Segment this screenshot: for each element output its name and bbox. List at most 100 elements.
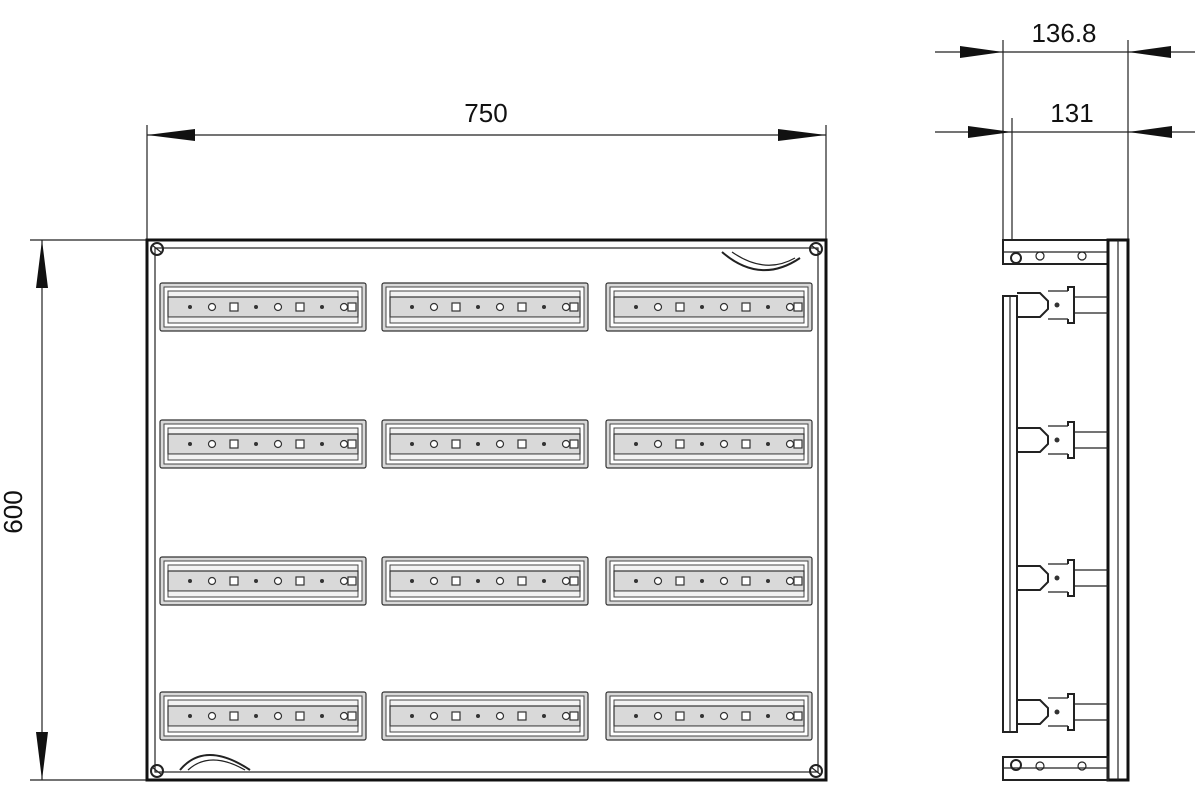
- rail-slot: [741, 302, 751, 312]
- rail-pin: [188, 579, 192, 583]
- rail-hole: [207, 711, 217, 721]
- rail-slot: [229, 576, 239, 586]
- rail-slot: [517, 711, 527, 721]
- rail-pin: [766, 714, 770, 718]
- rail-pin: [700, 442, 704, 446]
- rail-hole: [785, 576, 795, 586]
- rail-pin: [320, 714, 324, 718]
- din-rail: [159, 419, 367, 469]
- din-rail: [381, 691, 589, 741]
- rail-hole: [495, 711, 505, 721]
- rail-hole: [273, 439, 283, 449]
- din-rail: [605, 556, 813, 606]
- rail-hole: [719, 711, 729, 721]
- din-rail: [381, 419, 589, 469]
- rail-hole: [339, 302, 349, 312]
- rail-hole: [429, 711, 439, 721]
- rail-slot: [517, 439, 527, 449]
- din-rail: [381, 556, 589, 606]
- rail-slot: [741, 711, 751, 721]
- rail-pin: [254, 305, 258, 309]
- din-rail: [381, 282, 589, 332]
- rail-hole: [495, 576, 505, 586]
- front-view: [145, 238, 828, 782]
- rail-pin: [542, 579, 546, 583]
- rail-hole: [429, 576, 439, 586]
- rail-hole: [339, 439, 349, 449]
- side-rail-profile: [1017, 693, 1108, 731]
- rail-hole: [339, 711, 349, 721]
- rail-slot: [295, 576, 305, 586]
- rail-pin: [320, 442, 324, 446]
- din-rail: [605, 282, 813, 332]
- side-rail-profile: [1017, 421, 1108, 459]
- rail-hole: [653, 439, 663, 449]
- rail-pin: [634, 714, 638, 718]
- rail-hole: [495, 439, 505, 449]
- screw-icon: [150, 764, 164, 778]
- rail-hole: [273, 302, 283, 312]
- rail-pin: [766, 305, 770, 309]
- rail-hole: [561, 576, 571, 586]
- rail-hole: [429, 302, 439, 312]
- rail-hole: [785, 302, 795, 312]
- din-rail: [605, 691, 813, 741]
- din-rail: [605, 419, 813, 469]
- screw-icon: [809, 242, 823, 256]
- rail-slot: [229, 439, 239, 449]
- rail-pin: [476, 714, 480, 718]
- width-dimension: 750: [146, 98, 827, 240]
- rail-hole: [429, 439, 439, 449]
- rail-pin: [476, 305, 480, 309]
- cable-entry-top: [721, 251, 801, 271]
- rail-hole: [207, 302, 217, 312]
- rail-hole: [561, 439, 571, 449]
- rail-pin: [410, 442, 414, 446]
- rail-hole: [561, 711, 571, 721]
- rail-slot: [295, 711, 305, 721]
- rail-pin: [254, 714, 258, 718]
- din-rail: [159, 282, 367, 332]
- rail-slot: [451, 302, 461, 312]
- rail-pin: [188, 714, 192, 718]
- rail-hole: [653, 302, 663, 312]
- rail-pin: [476, 442, 480, 446]
- rail-pin: [634, 579, 638, 583]
- rail-slot: [451, 711, 461, 721]
- rail-slot: [229, 302, 239, 312]
- rail-pin: [410, 714, 414, 718]
- rail-slot: [675, 711, 685, 721]
- rail-pin: [634, 442, 638, 446]
- rail-slot: [675, 302, 685, 312]
- side-rail-profiles: [1017, 286, 1108, 731]
- din-rails: [159, 282, 813, 741]
- rail-pin: [188, 305, 192, 309]
- rail-hole: [653, 576, 663, 586]
- depth-dimensions: 136.8 131: [935, 18, 1195, 240]
- rail-pin: [542, 442, 546, 446]
- screw-icon: [809, 764, 823, 778]
- rail-hole: [719, 439, 729, 449]
- rail-pin: [700, 579, 704, 583]
- rail-pin: [410, 305, 414, 309]
- cable-entry-bottom: [179, 754, 251, 771]
- screw-icon: [150, 242, 164, 256]
- rail-slot: [451, 576, 461, 586]
- rail-hole: [495, 302, 505, 312]
- rail-hole: [273, 576, 283, 586]
- rail-slot: [741, 439, 751, 449]
- side-rail-profile: [1017, 559, 1108, 597]
- rail-hole: [207, 439, 217, 449]
- height-dimension: 600: [0, 239, 147, 781]
- width-label: 750: [464, 98, 507, 128]
- rail-hole: [339, 576, 349, 586]
- rail-hole: [719, 302, 729, 312]
- rail-pin: [254, 442, 258, 446]
- rail-pin: [188, 442, 192, 446]
- rail-slot: [741, 576, 751, 586]
- rail-hole: [561, 302, 571, 312]
- rail-pin: [476, 579, 480, 583]
- rail-pin: [700, 305, 704, 309]
- rail-slot: [517, 302, 527, 312]
- side-rail-profile: [1017, 286, 1108, 324]
